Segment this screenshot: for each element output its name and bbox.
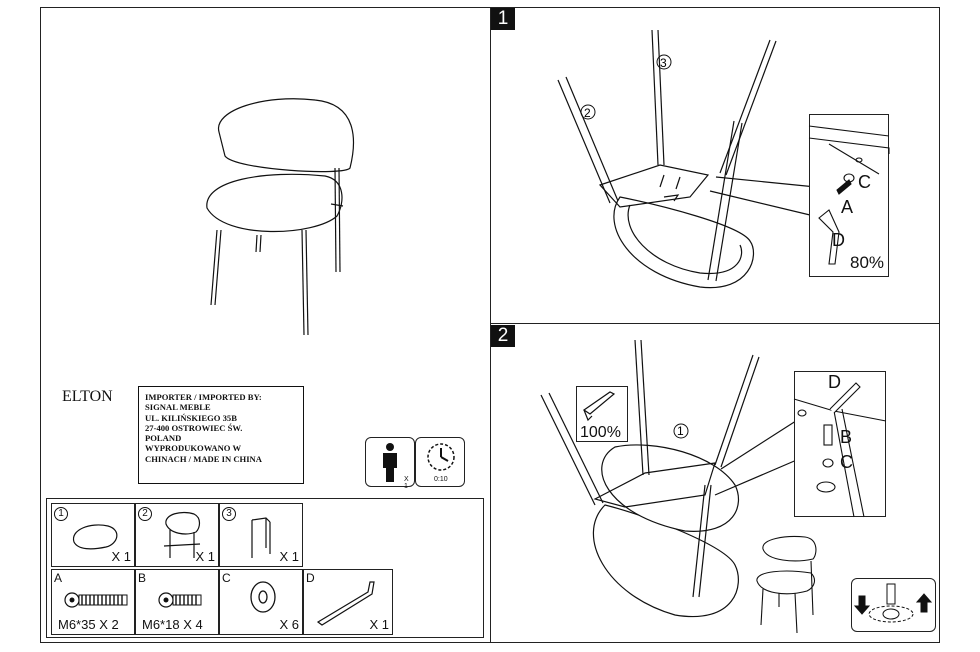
- part-cell-1: 1 X 1: [51, 503, 135, 567]
- arrow-down-icon: [853, 595, 871, 615]
- importer-line: 27-400 OSTROWIEC ŚW.: [145, 422, 243, 433]
- seat-part-icon: [72, 524, 118, 550]
- importer-line: SIGNAL MEBLE: [145, 402, 211, 413]
- vertical-divider: [490, 7, 491, 643]
- callout-1: 1: [677, 424, 684, 438]
- detail-2-label-b: B: [840, 427, 853, 447]
- persons-count: X 1: [404, 476, 409, 490]
- parts-list: 1 X 1 2 X 1 3 X 1 A: [46, 498, 484, 638]
- step-1-number: 1: [491, 8, 515, 30]
- step-1-illustration: 3 2: [557, 29, 817, 289]
- part-id: A: [54, 571, 63, 585]
- step-2-detail-drawing: [793, 382, 887, 518]
- part-cell-a: A M6*35 X 2: [51, 569, 135, 635]
- clock-icon: [427, 443, 455, 471]
- importer-line: POLAND: [145, 433, 182, 444]
- part-cell-3: 3 X 1: [219, 503, 303, 567]
- part-qty: X 1: [279, 549, 299, 564]
- callout-2: 2: [584, 106, 591, 120]
- importer-line: IMPORTER / IMPORTED BY:: [145, 392, 262, 402]
- detail-1-torque: 80%: [850, 253, 885, 272]
- chair-overview-illustration: [206, 98, 355, 336]
- part-id: 2: [138, 507, 152, 521]
- part-qty: X 1: [195, 549, 215, 564]
- step-2-illustration: 1: [540, 339, 800, 618]
- part-id: 3: [222, 507, 236, 521]
- step-2-torque: 100%: [580, 424, 621, 441]
- allen-key-100-icon: [582, 391, 616, 422]
- importer-line: WYPRODUKOWANO W: [145, 443, 242, 454]
- importer-box: IMPORTER / IMPORTED BY: SIGNAL MEBLE UL.…: [138, 386, 304, 484]
- part-cell-2: 2 X 1: [135, 503, 219, 567]
- bolt-b-icon: [158, 592, 202, 608]
- part-cell-c: C X 6: [219, 569, 303, 635]
- part-cell-b: B M6*18 X 4: [135, 569, 219, 635]
- importer-line: UL. KILIŃSKIEGO 35B: [145, 412, 237, 423]
- part-id: 1: [54, 507, 68, 521]
- torque-100-box: [576, 386, 628, 442]
- part-qty: M6*35 X 2: [58, 617, 119, 632]
- feet-detail-drawing: [853, 583, 933, 623]
- part-qty: X 1: [369, 617, 389, 632]
- part-id: B: [138, 571, 147, 585]
- step-1-detail-box: [809, 114, 889, 277]
- time-box: 0:10: [415, 437, 465, 487]
- allen-key-icon: [316, 581, 375, 626]
- importer-line: CHINACH / MADE IN CHINA: [145, 453, 262, 464]
- horizontal-divider: [490, 323, 940, 324]
- part-qty: M6*18 X 4: [142, 617, 203, 632]
- step-1-detail-drawing: [808, 125, 890, 265]
- washer-icon: [250, 581, 276, 613]
- bolt-a-icon: [64, 592, 128, 608]
- step-2-number: 2: [491, 325, 515, 347]
- assembly-time: 0:10: [434, 476, 448, 483]
- product-name: ELTON: [62, 388, 113, 405]
- callout-3: 3: [660, 56, 667, 70]
- part-qty: X 1: [111, 549, 131, 564]
- part-id: C: [222, 571, 231, 585]
- detail-2-label-c: C: [840, 452, 853, 472]
- detail-1-label-c: C: [858, 172, 871, 192]
- detail-1-label-d: D: [832, 230, 845, 250]
- backrest-part-icon: [163, 511, 201, 558]
- part-cell-d: D X 1: [303, 569, 393, 635]
- legs-part-icon: [251, 517, 271, 558]
- detail-2-label-d: D: [828, 372, 841, 392]
- detail-1-label-a: A: [841, 197, 854, 217]
- part-qty: X 6: [279, 617, 299, 632]
- arrow-up-icon: [915, 593, 933, 613]
- persons-box: X 1: [365, 437, 415, 490]
- person-icon: [383, 443, 397, 482]
- part-id: D: [306, 571, 315, 585]
- finished-chair-icon: [756, 535, 817, 634]
